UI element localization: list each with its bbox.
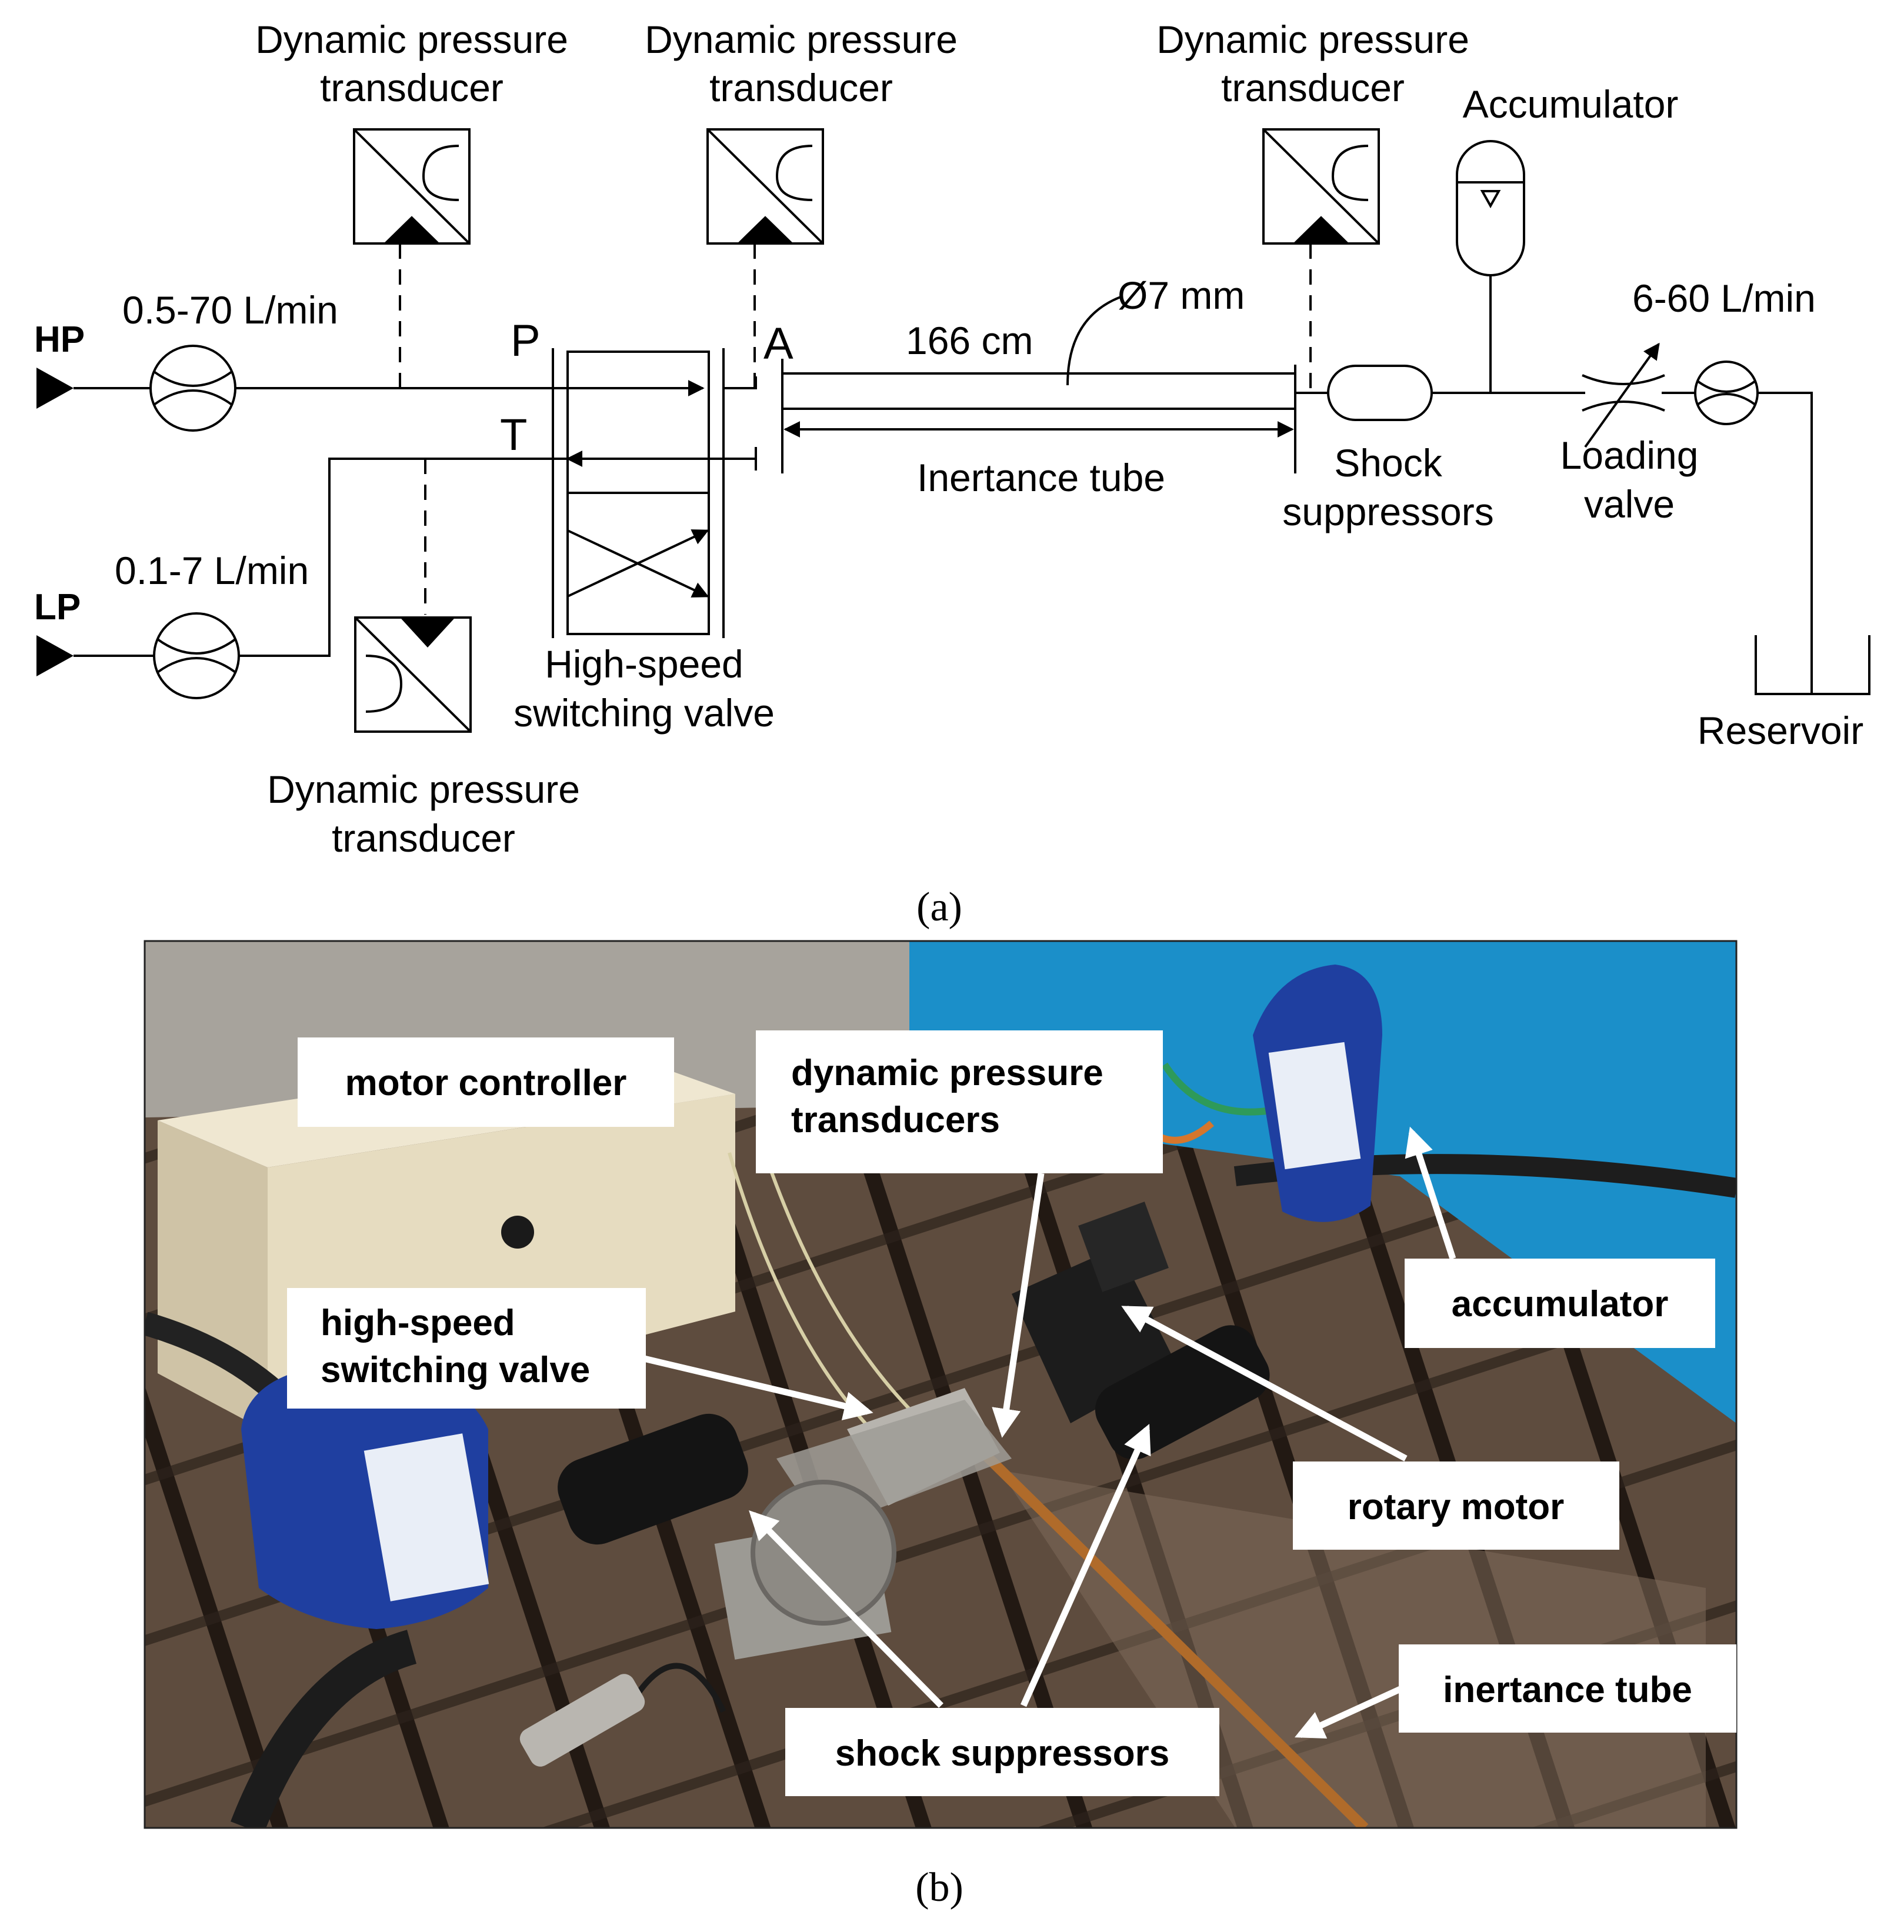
callout-valve-box [287,1288,646,1409]
lp-flowmeter-arc-top [156,638,236,655]
transducer-4-label-line1: Dynamic pressure [267,768,580,811]
callout-valve-line1: high-speed [321,1303,515,1343]
hp-label: HP [34,319,85,360]
transducer-3 [1262,128,1380,393]
loading-label-line2: valve [1584,482,1675,526]
cable-thin-1 [763,1152,919,1419]
callout-dpt-line1: dynamic pressure [791,1053,1103,1093]
photo: motor controller dynamic pressure transd… [144,940,1738,1910]
transducer-1 [353,128,471,388]
transducer-2-label-line1: Dynamic pressure [645,18,958,61]
arrow-tube [1294,1684,1405,1739]
tube-length-label: 166 cm [906,319,1033,362]
accumulator-photo-2-label [1268,1042,1361,1170]
load-flowmeter-arc-top [1696,380,1756,393]
callout-shock: shock suppressors [835,1733,1170,1774]
controller-switch [501,1216,534,1249]
shock-label-line2: suppressors [1282,490,1494,533]
transducer-2 [706,128,824,388]
hp-flowmeter-arc-top [153,371,233,387]
transducer-1-label-line1: Dynamic pressure [255,18,568,61]
shock-suppressor [1327,365,1433,421]
transducer-4 [354,459,472,733]
valve-label-line1: High-speed [545,642,743,686]
arrow-shock-1 [749,1510,943,1708]
callout-accumulator-box [1405,1259,1715,1348]
reservoir-label: Reservoir [1698,709,1863,752]
callout-dpt-line2: transducers [791,1100,1000,1140]
valve-label-line2: switching valve [513,691,775,735]
tube-label: Inertance tube [917,456,1165,499]
lp-inlet-arrow [36,635,74,676]
transducer-4-label-line2: transducer [332,816,515,860]
photo-frame [144,940,1738,1829]
arrow-accumulator [1405,1126,1456,1260]
tube-diameter-label: Ø7 mm [1118,273,1245,317]
callout-motor-controller: motor controller [345,1063,627,1103]
accumulator-photo-1-label [364,1433,489,1601]
callouts: motor controller dynamic pressure transd… [287,1030,1736,1796]
callout-inertance-tube-box [1399,1644,1736,1733]
accumulator-label: Accumulator [1463,82,1679,126]
caption-b: (b) [915,1865,963,1910]
hp-flowmeter [149,345,236,432]
reservoir-line [1758,392,1813,694]
callout-motor-controller-box [298,1037,674,1127]
lp-flowmeter-arc-bottom [156,657,236,673]
lp-label: LP [34,587,81,628]
shock-suppressor-photo-1 [558,1413,748,1545]
pulley [751,1480,896,1626]
flow-hp-label: 0.5-70 L/min [122,288,338,332]
lp-return-line [239,458,747,657]
transducer-3-label-line1: Dynamic pressure [1156,18,1469,61]
rotary-motor-head [1078,1202,1169,1292]
hose-bottom [231,1630,417,1828]
hp-inlet-arrow [36,368,74,409]
reservoir [1755,635,1870,695]
schematic [36,128,1870,733]
transducer-3-label-line2: transducer [1221,66,1405,109]
caption-a: (a) [916,885,962,930]
switching-valve [552,348,757,638]
arrow-shock-2 [1020,1423,1151,1707]
inertance-tube [781,296,1296,473]
arrow-valve [643,1355,873,1420]
inertance-tube-photo [931,1402,1369,1828]
port-t-label: T [500,410,527,460]
callout-rotary-motor: rotary motor [1348,1487,1565,1527]
port-a-label: A [763,319,793,369]
callout-shock-box [785,1708,1219,1796]
hp-flowmeter-arc-bottom [153,389,233,406]
loading-valve [1582,342,1665,448]
arrow-rotary-motor [1121,1306,1408,1461]
callout-arrows [643,1126,1456,1739]
arrow-dpt [992,1173,1045,1438]
flow-load-label: 6-60 L/min [1632,276,1816,320]
shock-label-line1: Shock [1334,441,1442,485]
callout-rotary-motor-box [1293,1461,1619,1550]
transducer-2-label-line2: transducer [709,66,893,109]
port-p-label: P [511,316,541,366]
load-flowmeter-arc-bottom [1696,393,1756,406]
flow-lp-label: 0.1-7 L/min [115,549,309,592]
callout-inertance-tube: inertance tube [1443,1670,1692,1710]
accumulator [1456,140,1525,393]
schematic-labels: HP LP 0.5-70 L/min 0.1-7 L/min 6-60 L/mi… [34,18,1863,930]
lp-flowmeter [153,612,240,699]
callout-accumulator: accumulator [1452,1284,1669,1324]
pressure-sensor [519,1674,645,1767]
callout-dpt-box [756,1030,1163,1173]
loading-label-line1: Loading [1560,433,1699,477]
callout-valve-line2: switching valve [321,1350,590,1390]
transducer-1-label-line2: transducer [320,66,503,109]
